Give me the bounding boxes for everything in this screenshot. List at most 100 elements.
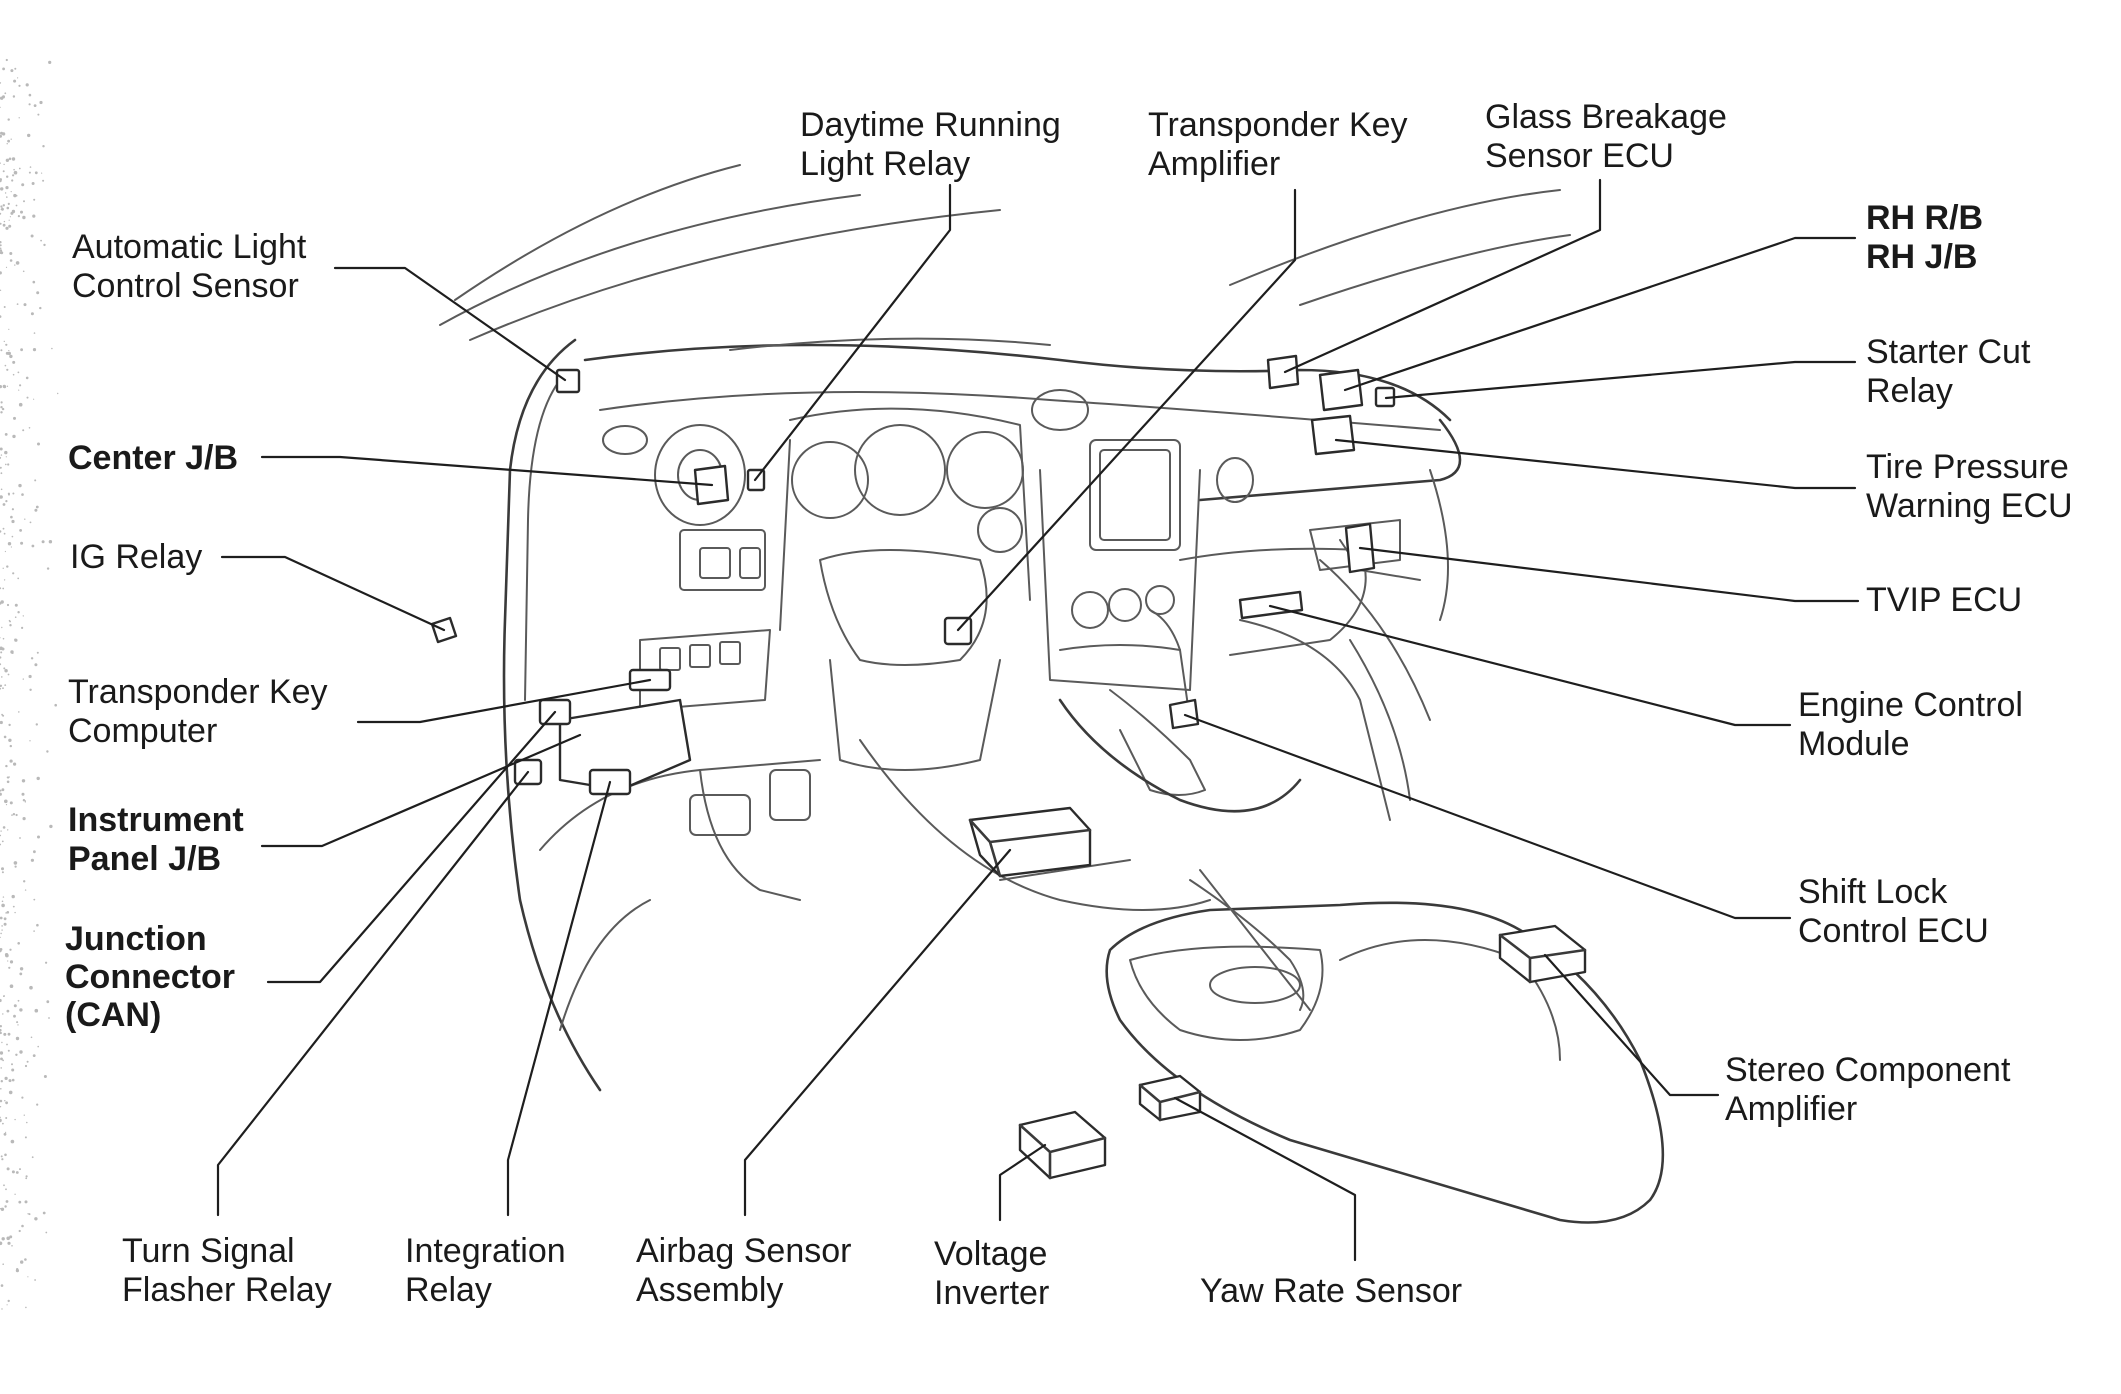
scan-speckle-dot [0,1025,2,1028]
scan-speckle-dot [0,249,3,252]
scan-speckle-dot [18,483,22,488]
scan-speckle-dot [0,601,2,605]
scan-speckle-dot [12,373,15,376]
leader-center-jb [260,455,714,487]
scan-speckle-dot [18,167,21,170]
scan-speckle-dot [10,1139,15,1144]
scan-speckle-dot [6,368,9,371]
leader-daytime-running-light-relay [753,183,952,482]
scan-speckle-dot [16,303,19,305]
scan-speckle-dot [28,171,31,174]
scan-speckle-dot [0,179,2,183]
scan-speckle-dot [3,922,7,926]
stereo-component-amplifier-part [1498,924,1587,984]
scan-speckle-dot [11,535,14,538]
scan-speckle-dot [25,1177,28,1180]
scan-speckle-dot [14,638,18,642]
scan-speckle-dot [6,1236,10,1241]
scan-speckle-dot [1,207,4,211]
scan-speckle-dot [24,800,26,802]
scan-speckle-dot [8,966,11,969]
leader-instrument-panel-jb [260,733,582,848]
scan-speckle-dot [0,830,2,832]
scan-speckle-dot [4,1076,8,1080]
scan-speckle-dot [0,932,2,935]
scan-speckle-dot [9,759,13,763]
scan-speckle-dot [3,917,7,921]
scan-speckle-dot [2,826,6,829]
leader-tire-pressure-warning-ecu [1334,438,1857,490]
scan-speckle-dot [21,183,25,187]
scan-speckle-dot [13,861,18,865]
scan-speckle-dot [7,542,12,546]
scan-speckle-dot [2,67,5,71]
scan-speckle-dot [18,1229,21,1233]
scan-speckle-dot [54,703,57,707]
scan-speckle-dot [28,103,31,106]
scan-speckle-dot [0,1106,2,1108]
scan-speckle-dot [0,251,4,255]
scan-speckle-dot [1,1158,4,1161]
leader-transponder-key-computer [356,678,652,724]
scan-speckle-dot [34,1279,36,1281]
scan-speckle-dot [5,158,10,162]
scan-speckle-dot [41,172,43,174]
scan-speckle-dot [5,456,7,458]
scan-speckle-dot [17,1024,19,1026]
scan-speckle-dot [17,999,20,1002]
scan-speckle-dot [0,1080,3,1083]
shift-lock-control-ecu-part [1168,698,1200,730]
scan-speckle-dot [57,392,59,395]
scan-speckle-dot [42,179,45,182]
scan-speckle-dot [21,626,24,630]
scan-speckle-dot [51,347,53,350]
scan-speckle-dot [37,442,40,446]
scan-speckle-dot [5,804,8,806]
scan-speckle-dot [1,867,4,871]
scan-speckle-dot [0,587,2,590]
scan-speckle-dot [48,60,52,64]
scan-speckle-dot [2,95,5,99]
scan-speckle-dot [0,187,4,191]
scan-speckle-dot [32,280,36,284]
scan-speckle-dot [45,961,48,964]
scan-speckle-dot [4,450,8,455]
scan-speckle-dot [10,650,14,654]
scan-speckle-dot [27,1213,29,1215]
scan-speckle-dot [31,1156,34,1159]
scan-speckle-dot [11,157,16,161]
scan-speckle-dot [16,1021,19,1024]
scan-speckle-dot [0,411,3,414]
scan-speckle-dot [12,813,16,816]
scan-speckle-dot [12,492,15,495]
leader-airbag-sensor-assembly [743,848,1012,1217]
scan-speckle-dot [0,466,2,469]
scan-speckle-dot [19,529,22,532]
scan-speckle-dot [0,212,2,215]
scan-speckle-dot [9,1235,13,1239]
scan-speckle-dot [2,1122,4,1125]
scan-speckle-dot [15,1053,18,1057]
scan-speckle-dot [12,434,16,439]
leader-shift-lock-control-ecu [1183,713,1792,920]
scan-speckle-dot [0,401,3,404]
scan-speckle-dot [4,1153,7,1157]
leader-transponder-key-amplifier [956,188,1297,632]
label-center-jb: Center J/B [68,439,238,477]
glass-breakage-sensor-ecu-part [1266,354,1300,390]
scan-speckle-dot [6,565,9,568]
scan-speckle-dot [33,398,35,400]
scan-speckle-dot [3,532,6,535]
scan-speckle-dot [8,723,11,727]
scan-speckle-dot [5,1101,8,1105]
scan-speckle-dot [24,1258,27,1261]
scan-speckle-dot [35,505,39,509]
scan-speckle-dot [0,131,3,135]
scan-speckle-dot [0,406,3,409]
scan-speckle-dot [5,1200,9,1203]
scan-speckle-dot [12,174,15,177]
